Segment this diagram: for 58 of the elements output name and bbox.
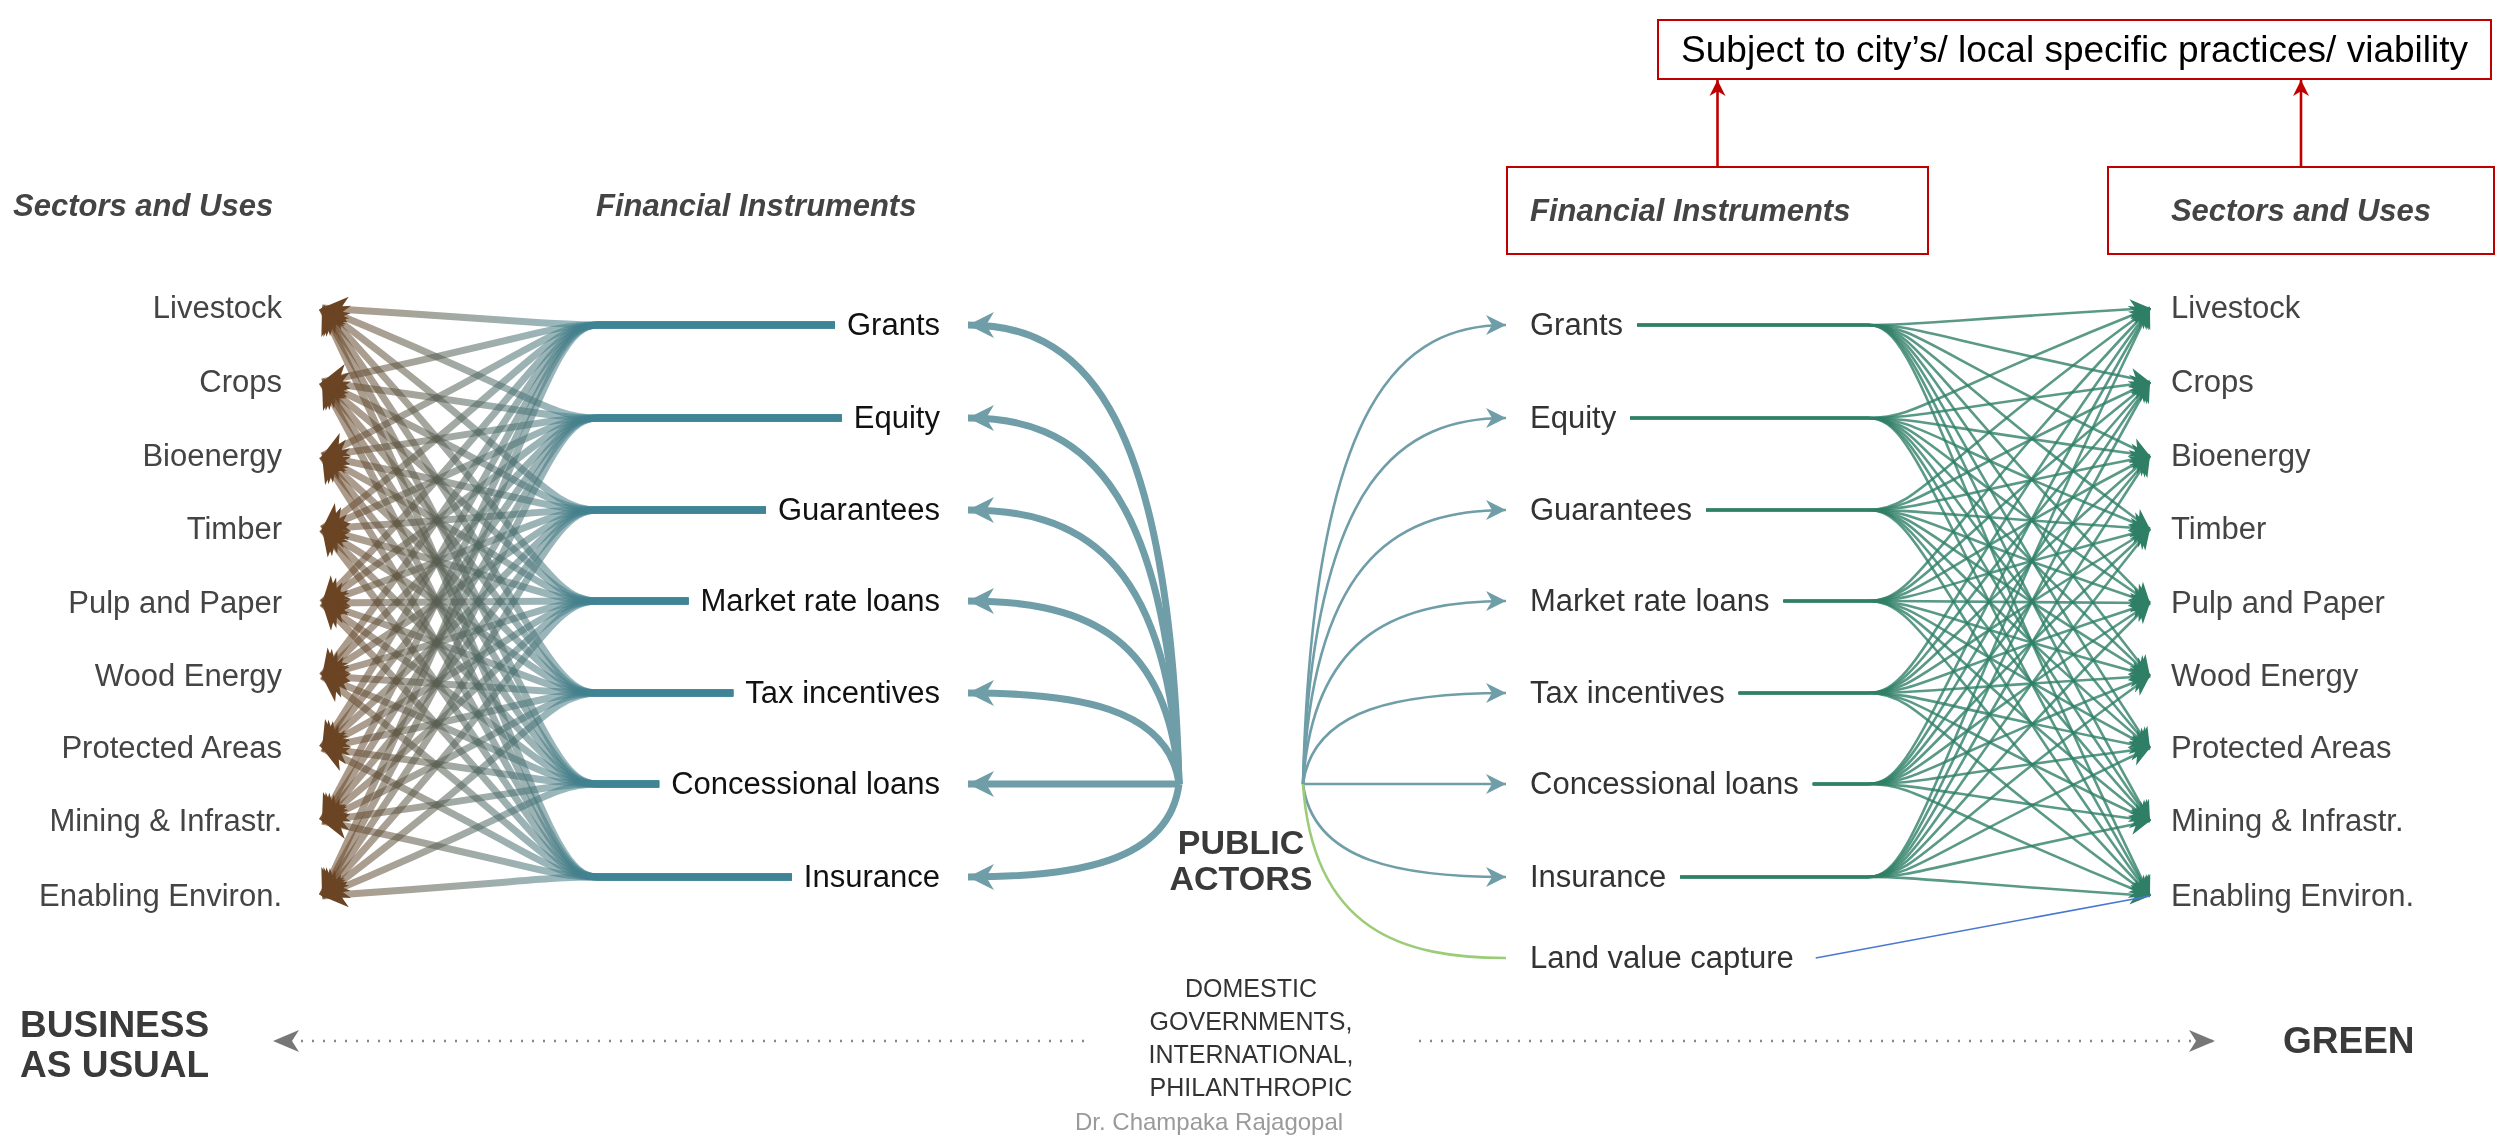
sector-label: Protected Areas	[2150, 728, 2392, 768]
scale-end-label: BUSINESS AS USUAL	[20, 1005, 211, 1085]
sector-label: Enabling Environ.	[0, 876, 322, 916]
arrow	[1783, 599, 2151, 897]
sector-label: Wood Energy	[2150, 656, 2359, 696]
sector-label: Enabling Environ.	[2150, 876, 2414, 916]
arrow	[1812, 782, 2151, 898]
sector-label: Crops	[2150, 362, 2254, 402]
arrow	[2293, 80, 2309, 166]
arrow	[320, 780, 660, 900]
sector-label: Bioenergy	[2150, 436, 2311, 476]
instrument-label: Grants	[834, 305, 968, 345]
sector-label: Timber	[2150, 509, 2267, 549]
sector-label: Timber	[0, 509, 322, 549]
sector-label: Mining & Infrastr.	[2150, 801, 2404, 841]
instrument-label: Guarantees	[766, 490, 968, 530]
sector-label: Crops	[0, 362, 322, 402]
heading-box: Financial Instruments	[1506, 166, 1929, 255]
arrow	[1301, 683, 1506, 785]
arrow	[1301, 783, 1506, 887]
sector-label: Livestock	[2150, 288, 2301, 328]
sector-label: Livestock	[0, 288, 322, 328]
connector-line	[1301, 783, 1507, 960]
sector-label: Bioenergy	[0, 436, 322, 476]
instrument-label: Tax incentives	[733, 673, 968, 713]
connector-line	[1814, 895, 2151, 959]
sector-label: Pulp and Paper	[0, 583, 322, 623]
sector-label: Protected Areas	[0, 728, 322, 768]
arrow	[1709, 80, 1726, 166]
instrument-label: Insurance	[791, 857, 968, 897]
instrument-label: Insurance	[1506, 857, 1681, 897]
instrument-label: Concessional loans	[1506, 764, 1813, 804]
heading-box: Sectors and Uses	[2107, 166, 2495, 255]
scale-end-label: GREEN	[2283, 1020, 2415, 1062]
actor-description: DOMESTIC GOVERNMENTS, INTERNATIONAL, PHILANTHROPIC	[1147, 973, 1355, 1103]
note-box: Subject to city’s/ local specific practices/ viability	[1657, 19, 2492, 80]
instrument-label: Equity	[841, 398, 968, 438]
arrow	[318, 414, 842, 898]
instrument-label: Market rate loans	[688, 581, 968, 621]
actor-label: PUBLIC ACTORS	[1161, 780, 1321, 898]
arrow	[967, 680, 1183, 785]
instrument-label: Concessional loans	[659, 764, 968, 804]
instrument-label: Market rate loans	[1506, 581, 1784, 621]
sector-label: Mining & Infrastr.	[0, 801, 322, 841]
author-credit: Dr. Champaka Rajagopal	[1075, 1108, 1344, 1136]
arrow	[1680, 875, 2151, 905]
instrument-label: Guarantees	[1506, 490, 1706, 530]
instrument-label: Equity	[1506, 398, 1631, 438]
column-heading: Sectors and Uses	[13, 188, 274, 224]
arrow	[319, 597, 689, 899]
instrument-label: Grants	[1506, 305, 1638, 345]
sector-label: Pulp and Paper	[2150, 583, 2385, 623]
instrument-label: Tax incentives	[1506, 673, 1739, 713]
sector-label: Wood Energy	[0, 656, 322, 696]
arrow	[967, 783, 1183, 890]
instrument-label: Land value capture	[1506, 938, 1808, 978]
arrow	[1303, 774, 1506, 794]
column-heading: Financial Instruments	[596, 188, 917, 224]
